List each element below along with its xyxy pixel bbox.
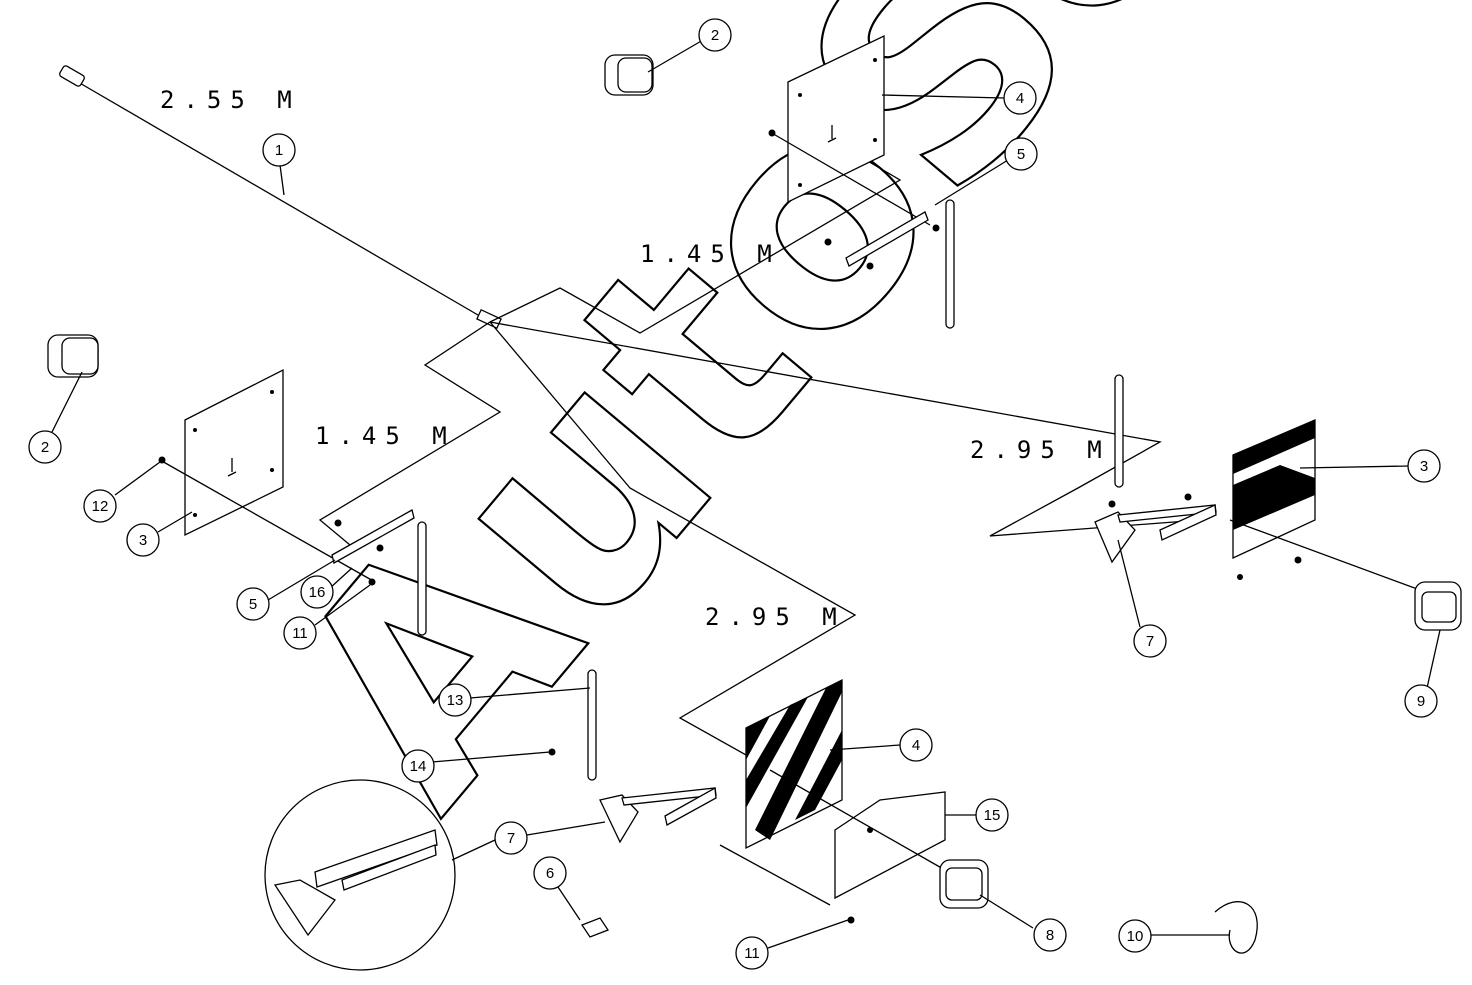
svg-text:13: 13 [447, 692, 464, 709]
bracket-left [331, 509, 427, 636]
balloon-8: 8 [1033, 918, 1067, 952]
svg-text:3: 3 [1420, 458, 1428, 475]
balloon-15: 15 [975, 798, 1009, 832]
svg-text:7: 7 [507, 830, 515, 847]
bottom-assembly [548, 669, 989, 938]
svg-text:1: 1 [275, 142, 283, 159]
svg-text:4: 4 [912, 737, 920, 754]
balloon-2-left: 2 [28, 430, 62, 464]
svg-text:15: 15 [984, 807, 1001, 824]
plate-top [768, 34, 931, 226]
balloon-11-left: 11 [283, 616, 317, 650]
balloon-12: 12 [83, 489, 117, 523]
balloon-7-right: 7 [1133, 624, 1167, 658]
svg-text:14: 14 [410, 758, 427, 775]
balloon-11-bottom: 11 [735, 936, 769, 970]
svg-text:16: 16 [309, 584, 326, 601]
lamp-top [604, 54, 654, 96]
svg-text:11: 11 [292, 625, 308, 642]
svg-text:7: 7 [1146, 633, 1154, 650]
leader-lines [51, 39, 1441, 949]
branch-right [489, 321, 1201, 537]
cable-plug [59, 65, 85, 87]
balloon-3-left: 3 [126, 523, 160, 557]
svg-text:12: 12 [92, 498, 109, 515]
svg-text:8: 8 [1046, 927, 1054, 944]
balloon-4-bottom: 4 [899, 728, 933, 762]
branch-lower [489, 321, 857, 803]
dim-branch-right: 2.95 M [970, 436, 1111, 464]
lamp-left [47, 334, 99, 378]
dim-branch-left: 1.45 M [315, 422, 456, 450]
svg-text:4: 4 [1016, 90, 1024, 107]
balloon-13: 13 [438, 683, 472, 717]
svg-text:9: 9 [1417, 693, 1425, 710]
svg-text:6: 6 [546, 865, 554, 882]
dim-branch-lower: 2.95 M [705, 603, 846, 631]
balloon-5-top: 5 [1004, 137, 1038, 171]
branch-left [318, 321, 502, 546]
cable-harness [59, 65, 1201, 803]
balloon-16: 16 [300, 575, 334, 609]
balloon-5-left: 5 [236, 587, 270, 621]
bracket-upper [824, 199, 955, 329]
main-cable [77, 81, 491, 323]
balloon-6: 6 [533, 856, 567, 890]
svg-text:5: 5 [249, 596, 257, 613]
balloon-1: 1 [262, 133, 296, 167]
plate-left [158, 368, 376, 583]
balloon-2-top: 2 [698, 18, 732, 52]
svg-text:10: 10 [1127, 928, 1144, 945]
svg-text:3: 3 [139, 532, 147, 549]
balloons: 1 2 2 3 3 4 4 5 5 6 7 7 8 9 10 11 11 12 … [28, 18, 1441, 970]
svg-text:2: 2 [41, 439, 49, 456]
balloon-3-right: 3 [1407, 449, 1441, 483]
balloon-14: 14 [401, 749, 435, 783]
right-assembly [1094, 374, 1462, 631]
balloon-9: 9 [1404, 684, 1438, 718]
dim-branch-upper: 1.45 M [640, 240, 781, 268]
svg-text:5: 5 [1017, 146, 1025, 163]
balloon-7-bottom: 7 [494, 821, 528, 855]
dim-main-cable: 2.55 M [160, 86, 301, 114]
cable-tie [1214, 901, 1258, 954]
branch-upper [489, 139, 902, 334]
balloon-10: 10 [1118, 919, 1152, 953]
svg-text:2: 2 [711, 27, 719, 44]
dimension-labels: 2.55 M 1.45 M 1.45 M 2.95 M 2.95 M [160, 86, 1111, 631]
svg-text:11: 11 [744, 945, 760, 962]
balloon-4-top: 4 [1003, 81, 1037, 115]
detail-view [264, 779, 456, 971]
